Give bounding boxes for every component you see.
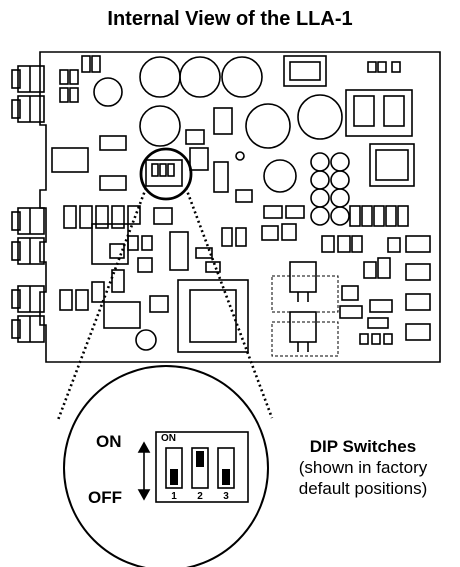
misc-components bbox=[51, 55, 401, 345]
on-label: ON bbox=[96, 432, 122, 451]
ic-array bbox=[349, 205, 409, 227]
right-connectors bbox=[405, 235, 431, 341]
switch-on-label: ON bbox=[161, 433, 176, 444]
diagram-title: Internal View of the LLA-1 bbox=[107, 8, 353, 30]
transformers bbox=[91, 55, 415, 353]
dip-switch-highlight-circle bbox=[139, 147, 193, 201]
caption-line-1: (shown in factory bbox=[298, 458, 428, 477]
board-dip-switch bbox=[145, 159, 183, 187]
switch-2-lever bbox=[196, 451, 204, 467]
left-connectors bbox=[11, 65, 45, 343]
switch-3-number: 3 bbox=[223, 491, 229, 502]
caption-heading: DIP Switches bbox=[309, 437, 417, 456]
caption: DIP Switches (shown in factory default p… bbox=[268, 436, 458, 499]
capacitors-large bbox=[93, 56, 343, 193]
on-off-arrow bbox=[137, 441, 151, 501]
capacitors-small bbox=[135, 151, 350, 351]
switch-2-number: 2 bbox=[197, 491, 203, 502]
off-label: OFF bbox=[88, 488, 122, 507]
caption-line-2: default positions) bbox=[298, 479, 428, 498]
zoom-dip-switch bbox=[155, 431, 249, 503]
switch-1-number: 1 bbox=[171, 491, 177, 502]
circuit-board-outline bbox=[39, 51, 441, 363]
switch-1-lever bbox=[170, 469, 178, 485]
zoom-leader-lines bbox=[56, 187, 274, 421]
switch-3-lever bbox=[222, 469, 230, 485]
